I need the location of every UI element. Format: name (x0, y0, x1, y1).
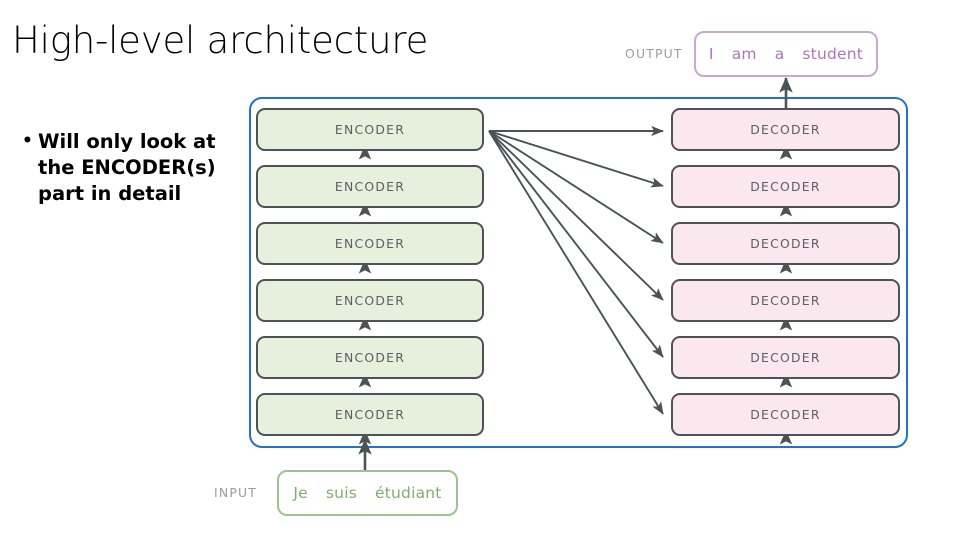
input-token: suis (325, 484, 357, 502)
output-token: am (731, 45, 757, 63)
encoder-block-label: ENCODER (334, 236, 406, 251)
decoder-block-label: DECODER (750, 122, 821, 137)
decoder-block-6[interactable]: DECODER (671, 393, 900, 436)
decoder-block-2[interactable]: DECODER (671, 165, 900, 208)
encoder-block-label: ENCODER (334, 122, 406, 137)
output-token: a (774, 45, 785, 63)
output-label: OUTPUT (625, 46, 683, 61)
output-token: student (802, 45, 864, 63)
input-token: Je (293, 484, 308, 502)
decoder-block-label: DECODER (750, 407, 821, 422)
encoder-block-1[interactable]: ENCODER (256, 108, 484, 151)
list-item: • Will only look at the ENCODER(s) part … (22, 129, 222, 207)
decoder-block-3[interactable]: DECODER (671, 222, 900, 265)
encoder-block-3[interactable]: ENCODER (256, 222, 484, 265)
model-frame (249, 97, 908, 448)
encoder-block-label: ENCODER (334, 407, 406, 422)
decoder-block-5[interactable]: DECODER (671, 336, 900, 379)
output-box[interactable]: I am a student (694, 31, 878, 77)
bullet-list: • Will only look at the ENCODER(s) part … (22, 129, 222, 207)
encoder-block-6[interactable]: ENCODER (256, 393, 484, 436)
encoder-block-label: ENCODER (334, 350, 406, 365)
decoder-block-4[interactable]: DECODER (671, 279, 900, 322)
encoder-block-label: ENCODER (334, 179, 406, 194)
decoder-block-label: DECODER (750, 350, 821, 365)
bullet-text: Will only look at the ENCODER(s) part in… (38, 130, 216, 205)
encoder-block-4[interactable]: ENCODER (256, 279, 484, 322)
input-label: INPUT (214, 485, 258, 500)
decoder-block-label: DECODER (750, 179, 821, 194)
input-token: étudiant (375, 484, 442, 502)
input-box[interactable]: Je suis étudiant (277, 470, 458, 516)
decoder-block-label: DECODER (750, 293, 821, 308)
bullet-marker-icon: • (22, 131, 33, 151)
page-title: High-level architecture (12, 19, 429, 62)
decoder-block-label: DECODER (750, 236, 821, 251)
decoder-block-1[interactable]: DECODER (671, 108, 900, 151)
output-token: I (708, 45, 714, 63)
encoder-block-2[interactable]: ENCODER (256, 165, 484, 208)
encoder-block-5[interactable]: ENCODER (256, 336, 484, 379)
encoder-block-label: ENCODER (334, 293, 406, 308)
